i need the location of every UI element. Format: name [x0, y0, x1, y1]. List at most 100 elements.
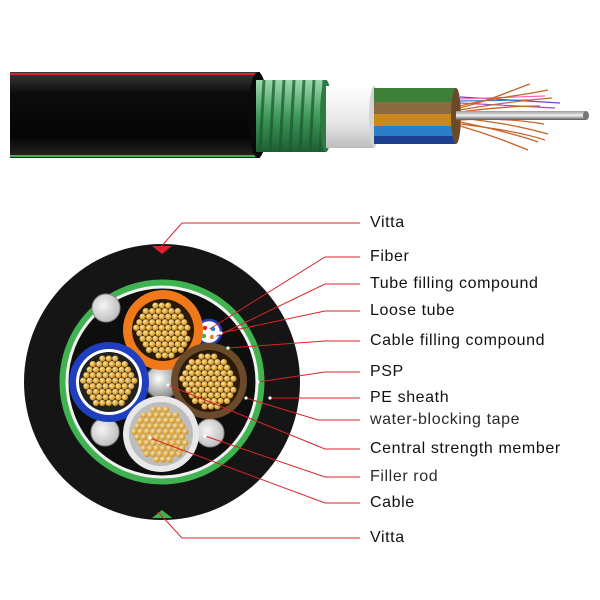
copper-wire [166, 456, 173, 463]
copper-wire [159, 423, 167, 430]
copper-wire [159, 434, 167, 441]
copper-wire [112, 388, 119, 395]
copper-wire [108, 360, 116, 368]
copper-wire [156, 450, 163, 457]
copper-wire [169, 428, 176, 435]
copper-wire [89, 372, 96, 379]
copper-wire [137, 428, 144, 435]
copper-wire [171, 335, 178, 342]
copper-wire [201, 358, 208, 366]
copper-wire [92, 388, 100, 395]
leader-filler-rod [204, 435, 360, 478]
copper-wire [149, 330, 156, 337]
copper-wire [217, 375, 224, 382]
copper-wire [86, 388, 93, 395]
copper-wire [211, 375, 218, 382]
copper-wire [230, 375, 237, 382]
copper-wire [191, 386, 199, 393]
copper-wire [188, 370, 195, 377]
copper-wire [179, 434, 186, 441]
copper-wire [140, 434, 147, 441]
copper-wire [198, 353, 205, 360]
copper-wire [115, 372, 122, 379]
copper-wire [182, 381, 189, 388]
fiber-dot-4 [209, 334, 215, 340]
copper-wire [115, 383, 122, 390]
copper-wire [165, 335, 172, 342]
copper-wire [156, 417, 163, 424]
copper-wire [177, 313, 185, 320]
copper-wire [168, 330, 175, 337]
cable-cross-section [24, 244, 300, 520]
copper-wire [174, 341, 181, 348]
copper-wire [214, 392, 221, 399]
copper-wire [108, 372, 116, 379]
copper-wire [163, 428, 170, 435]
copper-wire [118, 377, 125, 384]
copper-wires [459, 83, 557, 151]
copper-wire [185, 364, 192, 371]
copper-wire [150, 406, 157, 413]
copper-wire [191, 364, 199, 371]
copper-wire [136, 330, 143, 337]
copper-wire [217, 397, 224, 404]
copper-wire [159, 456, 167, 463]
copper-wire [128, 383, 135, 390]
copper-wire [147, 445, 154, 452]
copper-wire [211, 386, 218, 393]
copper-wire [201, 392, 208, 399]
copper-wire [96, 360, 103, 368]
copper-wire [145, 346, 153, 353]
copper-wire [220, 358, 227, 366]
copper-wire [118, 388, 125, 395]
copper-wire [83, 383, 90, 390]
copper-wire [172, 434, 179, 441]
copper-wire [147, 423, 154, 430]
copper-wire [195, 381, 202, 388]
copper-wire [112, 399, 119, 406]
copper-wire [181, 330, 188, 337]
copper-wire [198, 375, 205, 382]
copper-wire [149, 319, 156, 326]
copper-wire [217, 386, 224, 393]
copper-wire [112, 355, 119, 362]
copper-wire [96, 394, 103, 401]
copper-wire [142, 330, 149, 337]
copper-wire [139, 313, 146, 320]
copper-wire [105, 366, 112, 373]
copper-wire [161, 319, 169, 326]
copper-wire [174, 330, 181, 337]
leader-loose-tube [220, 310, 360, 334]
copper-wire [179, 423, 186, 430]
central-strength-member-side [456, 111, 589, 120]
cable-side-view [10, 72, 589, 158]
copper-wire [177, 335, 185, 342]
copper-wire [153, 423, 160, 430]
copper-wire [155, 319, 162, 326]
copper-wire [140, 411, 147, 419]
copper-wire [153, 411, 160, 419]
copper-wire [152, 324, 159, 331]
copper-wire [174, 319, 181, 326]
copper-wire [149, 307, 156, 315]
copper-wire [139, 335, 146, 342]
copper-wire [161, 352, 169, 359]
copper-wire [142, 341, 149, 348]
copper-wire [161, 307, 169, 315]
copper-wire [185, 375, 192, 382]
leader-endpoints [148, 328, 272, 440]
copper-wire [182, 439, 189, 446]
copper-wire [211, 353, 218, 360]
copper-wire [220, 381, 227, 388]
copper-wire [145, 313, 153, 320]
copper-wire [165, 302, 172, 309]
vitta-marker-bottom [152, 510, 172, 518]
copper-wire [156, 406, 163, 413]
copper-wire [139, 324, 146, 331]
copper-wire [86, 377, 93, 384]
copper-wire [112, 366, 119, 373]
leader-cable-filling-compound [227, 340, 360, 349]
copper-wire [207, 370, 215, 377]
water-blocking-tape-section [326, 86, 379, 148]
copper-wire [150, 428, 157, 435]
